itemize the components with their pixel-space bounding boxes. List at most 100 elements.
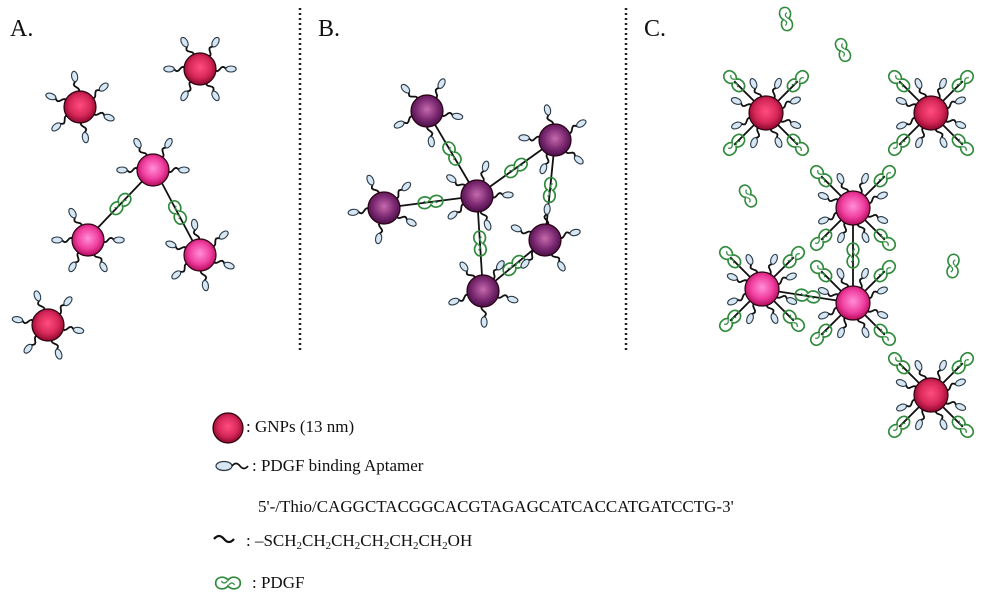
aptamer-head bbox=[955, 121, 967, 129]
aptamer-head bbox=[915, 137, 923, 149]
pdgf-inner bbox=[958, 138, 967, 151]
aptamer-head bbox=[507, 295, 519, 304]
pdgf-inner bbox=[728, 140, 741, 149]
aptamer-head bbox=[180, 36, 189, 48]
pdgf-inner bbox=[791, 77, 804, 86]
pdgf-shape bbox=[472, 230, 488, 257]
subscript: 2 bbox=[383, 540, 390, 552]
pdgf-inner bbox=[800, 292, 815, 300]
pdgf-shape bbox=[951, 69, 975, 93]
pdgf-shape bbox=[887, 351, 911, 375]
aptamer-head bbox=[861, 172, 869, 184]
aptamer-head bbox=[786, 297, 798, 305]
pdgf-inner bbox=[815, 235, 828, 244]
pdgf-inner bbox=[509, 164, 523, 172]
pdgf-dimer bbox=[951, 415, 975, 439]
aptamer-head bbox=[939, 359, 947, 371]
pdgf-inner bbox=[817, 265, 826, 278]
pdgf-inner bbox=[784, 12, 788, 26]
aptamer-head bbox=[459, 261, 469, 272]
pdgf-inner bbox=[449, 146, 455, 161]
aptamer-head bbox=[165, 240, 177, 249]
pdgf-inner bbox=[958, 420, 967, 433]
gold-nanoparticle bbox=[730, 77, 802, 149]
gold-nanoparticle bbox=[163, 36, 237, 102]
pdgf-dimer bbox=[873, 164, 897, 188]
aptamer-head bbox=[569, 228, 581, 237]
gnp-core bbox=[913, 95, 949, 131]
gold-nanoparticle bbox=[510, 203, 581, 272]
gold-nanoparticle bbox=[45, 70, 115, 144]
pdgf-shape bbox=[718, 309, 742, 333]
aptamer-head bbox=[51, 122, 62, 132]
aptamer-head bbox=[103, 113, 115, 122]
pdgf-shape bbox=[722, 133, 746, 157]
aptamer-head bbox=[23, 343, 33, 354]
aptamer-head bbox=[446, 174, 457, 184]
pdgf-dimer bbox=[809, 323, 833, 347]
gnp-icon bbox=[212, 412, 244, 444]
gnp-core bbox=[183, 238, 217, 272]
pdgf-dimer bbox=[778, 6, 794, 32]
pdgf-inner bbox=[787, 253, 800, 262]
pdgf-dimer bbox=[809, 228, 833, 252]
aptamer-head bbox=[502, 191, 514, 199]
gold-nanoparticle bbox=[446, 160, 514, 231]
legend-aptamer-label: : PDGF binding Aptamer bbox=[252, 456, 424, 475]
pdgf-shape bbox=[834, 37, 852, 63]
aptamer-head bbox=[393, 120, 405, 129]
pdgf-shape bbox=[873, 259, 897, 283]
pdgf-dimer bbox=[834, 37, 852, 63]
pdgf-shape bbox=[214, 576, 242, 590]
subscript: 2 bbox=[354, 540, 361, 552]
aptamer-head bbox=[223, 261, 235, 270]
gold-nanoparticle bbox=[11, 290, 85, 360]
aptamer-head bbox=[790, 121, 802, 129]
gold-nanoparticle bbox=[895, 77, 967, 149]
formula-part: CH bbox=[389, 531, 414, 550]
aptamer-head bbox=[98, 82, 109, 92]
gold-nanoparticle bbox=[347, 174, 417, 245]
gnp-core bbox=[538, 123, 572, 157]
aptamer-head bbox=[33, 290, 42, 302]
aptamer-head bbox=[896, 121, 908, 130]
aptamer-head bbox=[770, 312, 779, 324]
pdgf-inner bbox=[220, 580, 236, 586]
pdgf-dimer bbox=[794, 288, 821, 304]
aptamer-head bbox=[573, 155, 584, 165]
pdgf-shape bbox=[786, 133, 810, 157]
legend-pdgf-label: : PDGF bbox=[252, 573, 305, 592]
aptamer-head bbox=[406, 218, 417, 227]
aptamer-head bbox=[171, 270, 182, 280]
aptamer-head bbox=[451, 112, 464, 121]
aptamer-head bbox=[113, 236, 125, 244]
aptamer-head bbox=[45, 92, 57, 101]
free-pdgf-layer bbox=[738, 6, 960, 279]
pdgf-inner bbox=[950, 259, 956, 273]
aptamer-head bbox=[895, 97, 907, 105]
aptamer-head bbox=[163, 65, 175, 73]
aptamer-head bbox=[837, 327, 845, 339]
aptamer-head bbox=[774, 136, 783, 148]
aptamer-head bbox=[539, 163, 548, 175]
pdgf-dimer bbox=[809, 164, 833, 188]
pdgf-shape bbox=[542, 176, 558, 204]
aptamer-head bbox=[437, 78, 446, 89]
formula-part: CH bbox=[302, 531, 326, 550]
gnp-core bbox=[744, 271, 780, 307]
aptamer-head bbox=[180, 90, 189, 102]
pdgf-inner bbox=[114, 199, 127, 209]
pdgf-inner bbox=[815, 330, 828, 339]
aptamer-head bbox=[818, 311, 830, 320]
linker-icon bbox=[213, 534, 235, 544]
pdgf-inner bbox=[477, 236, 483, 251]
pdgf-inner bbox=[895, 357, 904, 370]
pdgf-shape bbox=[167, 200, 188, 225]
aptamer-head bbox=[939, 418, 948, 430]
pdgf-dimer bbox=[718, 245, 742, 269]
pdgf-shape bbox=[786, 69, 810, 93]
gnp-core bbox=[748, 95, 784, 131]
aptamer-head bbox=[727, 297, 739, 306]
pdgf-inner bbox=[793, 138, 802, 151]
subscript: 2 bbox=[325, 540, 332, 552]
